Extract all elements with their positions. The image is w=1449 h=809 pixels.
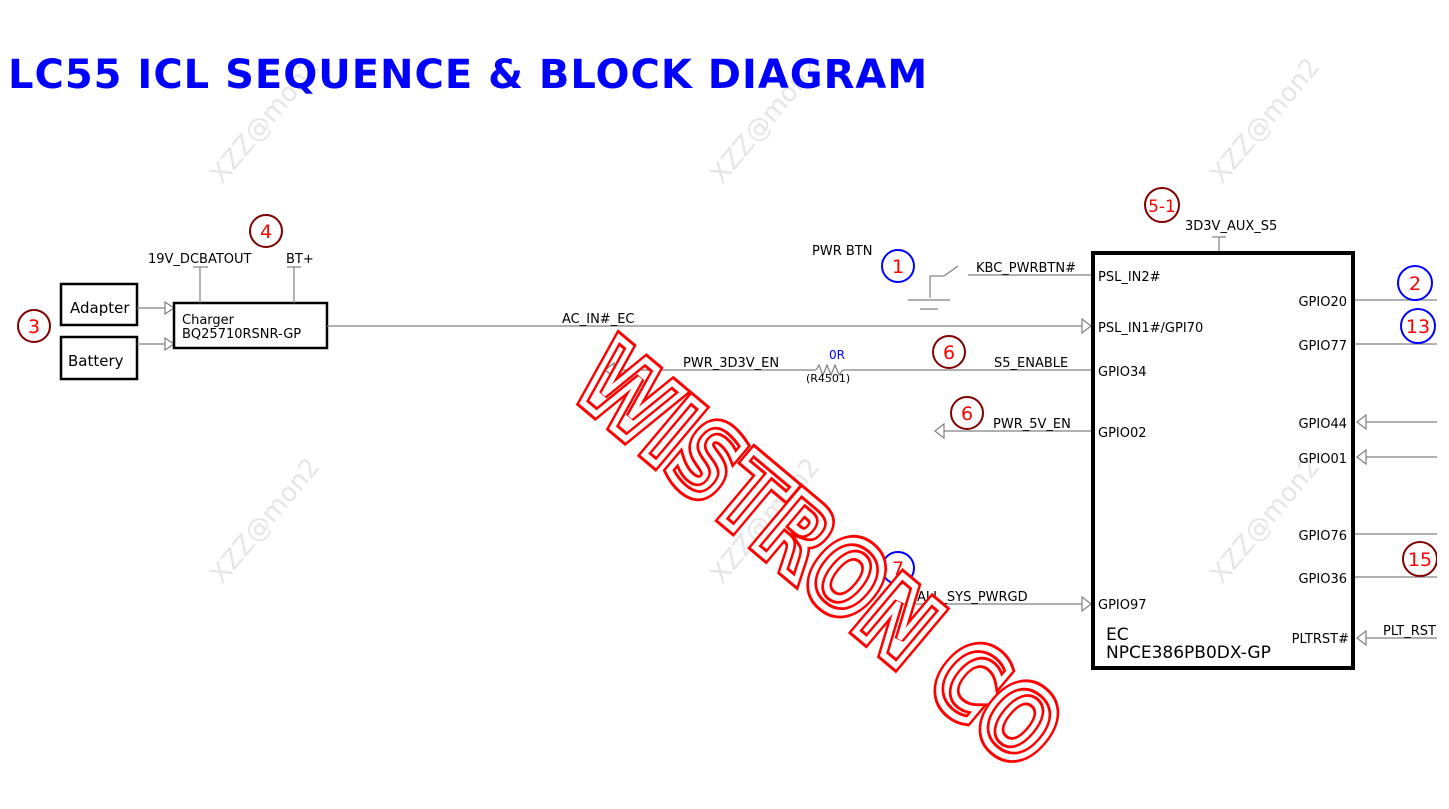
pin-gpio97: GPIO97 bbox=[1098, 598, 1147, 613]
resistor-symbol bbox=[815, 363, 844, 377]
net-pwr-5v-en: PWR_5V_EN bbox=[993, 417, 1071, 432]
battery-block bbox=[59, 335, 139, 381]
step-marker-5-1: 5-1 bbox=[1148, 197, 1176, 217]
net-19v-dcbatout: 19V_DCBATOUT bbox=[148, 252, 252, 267]
arrow-icon bbox=[604, 361, 615, 379]
pin-pltrst: PLTRST# bbox=[1292, 632, 1349, 647]
ec-label: EC bbox=[1106, 625, 1129, 645]
arrow-icon bbox=[1356, 629, 1367, 647]
step-marker-2: 2 bbox=[1409, 273, 1421, 295]
step-marker-15: 15 bbox=[1408, 549, 1432, 571]
adapter-label: Adapter bbox=[70, 299, 130, 317]
pin-gpio34: GPIO34 bbox=[1098, 365, 1147, 380]
pin-gpio01: GPIO01 bbox=[1298, 452, 1347, 467]
pin-gpio36: GPIO36 bbox=[1298, 572, 1347, 587]
step-marker-4: 4 bbox=[260, 221, 272, 243]
ec-part: NPCE386PB0DX-GP bbox=[1106, 643, 1271, 663]
pin-gpio44: GPIO44 bbox=[1298, 417, 1347, 432]
net-plt-rst: PLT_RST bbox=[1383, 624, 1436, 639]
watermark-text: XZZ@mon2 bbox=[1204, 52, 1326, 189]
step-marker-7: 7 bbox=[892, 558, 904, 580]
step-markers: 3 4 1 5-1 6 6 7 2 13 15 bbox=[17, 187, 1438, 585]
arrow-icon bbox=[1081, 317, 1092, 335]
arrow-icon bbox=[1356, 413, 1367, 431]
page-title: LC55 ICL SEQUENCE & BLOCK DIAGRAM bbox=[8, 52, 928, 98]
battery-label: Battery bbox=[68, 352, 124, 370]
arrow-icon bbox=[1356, 448, 1367, 466]
pin-gpio20: GPIO20 bbox=[1298, 295, 1347, 310]
step-marker-13: 13 bbox=[1406, 316, 1430, 338]
net-pwr-3d3v-en: PWR_3D3V_EN bbox=[683, 356, 779, 371]
charger-label: Charger bbox=[182, 313, 235, 328]
pin-gpio77: GPIO77 bbox=[1298, 339, 1347, 354]
step-marker-6: 6 bbox=[961, 403, 973, 425]
net-all-sys-pwrgd: ALL_SYS_PWRGD bbox=[917, 590, 1028, 605]
arrow-icon bbox=[164, 336, 176, 352]
adapter-block bbox=[59, 282, 139, 327]
pin-gpio76: GPIO76 bbox=[1298, 529, 1347, 544]
pin-psl-in2: PSL_IN2# bbox=[1098, 270, 1161, 285]
net-s5-enable: S5_ENABLE bbox=[994, 356, 1068, 371]
ec-block bbox=[1091, 251, 1355, 670]
step-marker-3: 3 bbox=[28, 316, 40, 338]
charger-part: BQ25710RSNR-GP bbox=[182, 327, 301, 342]
wistron-watermark: WISTRON CO WISTRON CO bbox=[549, 315, 1088, 796]
net-3d3v-aux-s5: 3D3V_AUX_S5 bbox=[1185, 219, 1277, 234]
pin-psl-in1: PSL_IN1#/GPI70 bbox=[1098, 321, 1203, 336]
resistor-ref: (R4501) bbox=[806, 372, 850, 385]
arrow-icon bbox=[164, 300, 176, 316]
watermark-text: XZZ@mon2 bbox=[204, 452, 326, 589]
wistron-watermark-inner: WISTRON CO bbox=[555, 321, 1082, 790]
pwr-btn-label: PWR BTN bbox=[812, 244, 872, 259]
net-bt-plus: BT+ bbox=[286, 252, 314, 267]
step-marker-6: 6 bbox=[943, 342, 955, 364]
resistor-value: 0R bbox=[829, 348, 845, 362]
net-kbc-pwrbtn: KBC_PWRBTN# bbox=[976, 261, 1076, 276]
step-marker-1: 1 bbox=[892, 256, 904, 278]
arrow-icon bbox=[934, 422, 945, 440]
power-switch-symbol bbox=[908, 265, 959, 310]
watermark-text: XZZ@mon2 bbox=[1204, 452, 1326, 589]
pin-gpio02: GPIO02 bbox=[1098, 426, 1147, 441]
net-ac-in-ec: AC_IN#_EC bbox=[562, 312, 634, 327]
page-edge bbox=[1437, 0, 1449, 809]
arrow-icon bbox=[1081, 595, 1092, 613]
